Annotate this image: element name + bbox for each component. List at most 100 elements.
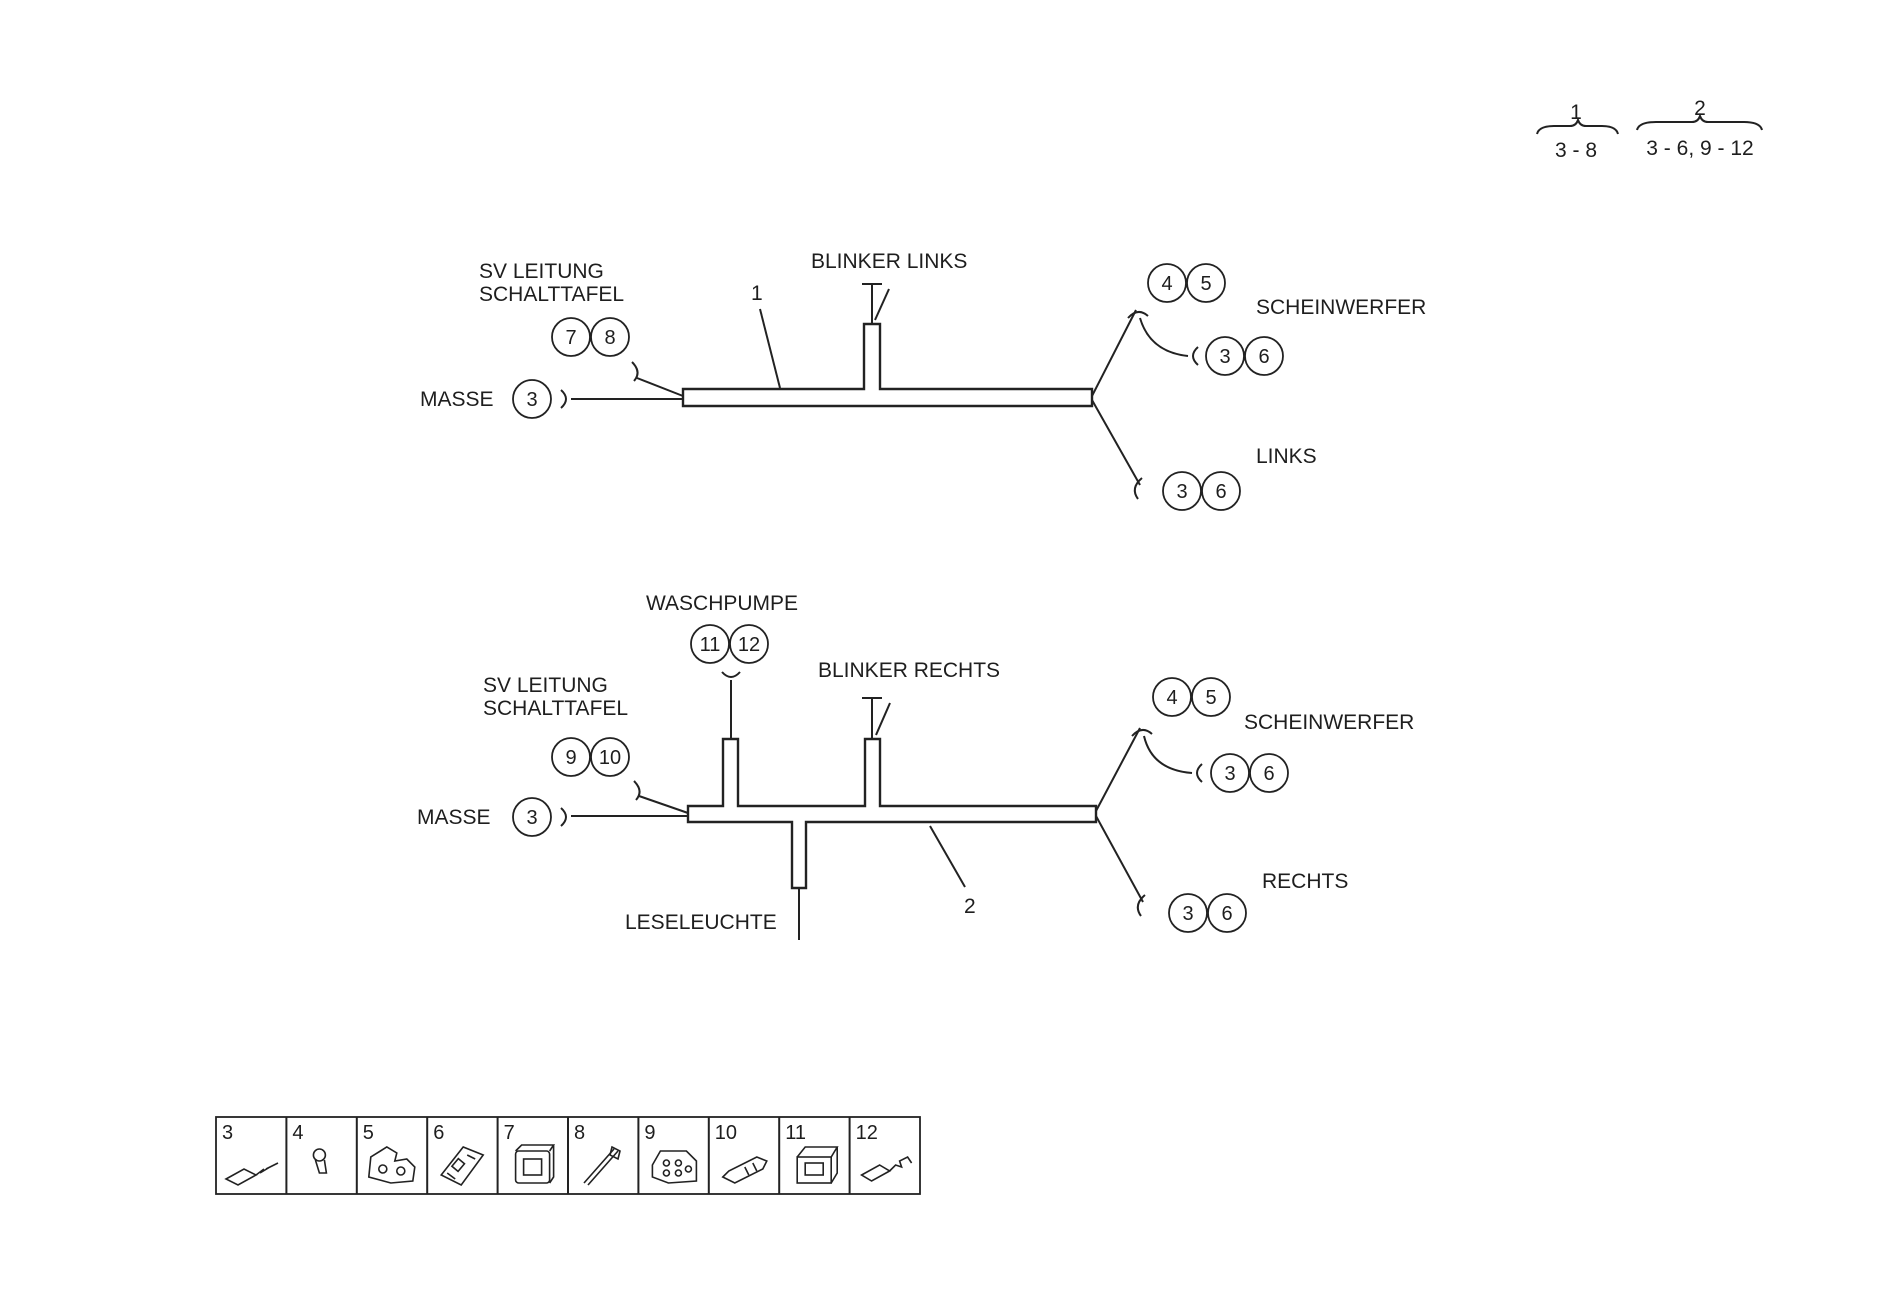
top-connector-circle-2 xyxy=(1191,677,1231,717)
mid-connector-number: 6 xyxy=(1258,346,1269,368)
bottom-connector-circle-2 xyxy=(1201,471,1241,511)
part-number: 8 xyxy=(574,1122,585,1144)
bottom-connector-number: 3 xyxy=(1176,481,1187,503)
sv-connector-number: 10 xyxy=(599,747,621,769)
parts-cell-10: 10 xyxy=(715,1122,768,1184)
schalttafel-label: SCHALTTAFEL xyxy=(479,283,624,306)
scheinwerfer-label: SCHEINWERFER xyxy=(1256,296,1426,319)
sv-connector-number: 9 xyxy=(565,747,576,769)
part-number: 6 xyxy=(433,1122,444,1144)
blinker-rechts-label: BLINKER RECHTS xyxy=(818,659,1000,682)
scheinwerfer-connector-end xyxy=(1127,311,1149,319)
mid-connector-number: 3 xyxy=(1224,763,1235,785)
harness-2-trunk xyxy=(686,737,1098,890)
blinker-links-lead xyxy=(874,288,890,321)
waschpumpe-connector-number: 11 xyxy=(700,634,721,656)
sv-connector-circle-2 xyxy=(590,737,630,777)
part-number: 9 xyxy=(644,1122,655,1144)
sv-connector-end xyxy=(633,780,641,801)
mid-connector-number: 3 xyxy=(1219,346,1230,368)
links-label: LINKS xyxy=(1256,445,1317,468)
sv-connector-number: 7 xyxy=(565,327,576,349)
masse-connector-number: 3 xyxy=(526,807,537,829)
masse-connector-circle xyxy=(512,797,552,837)
links-wire xyxy=(1091,399,1141,486)
parts-cell-7: 7 xyxy=(504,1122,556,1184)
blinker-links-label: BLINKER LINKS xyxy=(811,250,967,273)
mid-connector-end xyxy=(1192,346,1199,366)
harness-2-pointer xyxy=(929,825,966,888)
harness-legend: 1 3 - 8 2 3 - 6, 9 - 12 xyxy=(1536,97,1763,162)
waschpumpe-label: WASCHPUMPE xyxy=(646,592,798,615)
waschpumpe-connector-circle-2 xyxy=(729,624,769,664)
part-number: 12 xyxy=(856,1122,878,1144)
bottom-connector-circle-2 xyxy=(1207,893,1247,933)
part-number: 3 xyxy=(222,1122,233,1144)
legend-brace xyxy=(1536,116,1619,135)
rectangular-housing-icon xyxy=(796,1146,839,1184)
part-number: 10 xyxy=(715,1122,737,1144)
part-number: 5 xyxy=(363,1122,374,1144)
harness-2: WASCHPUMPE 11 12 BLINKER RECHTS SV LEITU… xyxy=(417,592,1414,940)
rechts-connector-end xyxy=(1136,894,1146,917)
mid-connector-wire xyxy=(1139,317,1189,357)
plug-housing-icon xyxy=(439,1146,485,1187)
sv-connector-circle-1 xyxy=(551,317,591,357)
top-connector-number: 4 xyxy=(1166,687,1177,709)
rechts-wire xyxy=(1095,815,1144,903)
masse-connector-number: 3 xyxy=(526,389,537,411)
scheinwerfer-wire xyxy=(1091,309,1137,397)
legend-range: 3 - 8 xyxy=(1555,139,1597,162)
masse-label: MASSE xyxy=(417,806,491,829)
rechts-label: RECHTS xyxy=(1262,870,1348,893)
parts-cell-11: 11 xyxy=(785,1122,839,1184)
top-connector-circle-2 xyxy=(1186,263,1226,303)
harness-1-pointer xyxy=(759,308,781,389)
parts-cell-12: 12 xyxy=(856,1122,913,1182)
top-connector-number: 4 xyxy=(1161,273,1172,295)
legend-number: 1 xyxy=(1570,101,1582,124)
sv-leitung-label: SV LEITUNG xyxy=(479,260,604,283)
mid-connector-number: 6 xyxy=(1263,763,1274,785)
top-connector-number: 5 xyxy=(1205,687,1216,709)
bullet-connector-icon xyxy=(721,1156,768,1184)
sv-leitung-label: SV LEITUNG xyxy=(483,674,608,697)
waschpumpe-connector-circle-1 xyxy=(690,624,730,664)
socket-housing-icon xyxy=(514,1144,556,1184)
masse-label: MASSE xyxy=(420,388,494,411)
legend-brace xyxy=(1636,112,1763,131)
scheinwerfer-connector-end xyxy=(1131,729,1153,737)
schalttafel-label: SCHALTTAFEL xyxy=(483,697,628,720)
top-connector-circle-1 xyxy=(1152,677,1192,717)
mid-connector-circle-2 xyxy=(1244,336,1284,376)
flat-terminal-icon xyxy=(224,1162,279,1186)
sv-connector-number: 8 xyxy=(604,327,615,349)
top-connector-number: 5 xyxy=(1200,273,1211,295)
bottom-connector-number: 6 xyxy=(1215,481,1226,503)
masse-connector-end xyxy=(560,807,567,827)
parts-cell-3: 3 xyxy=(222,1122,279,1186)
part-number: 11 xyxy=(785,1122,806,1144)
harness-1: BLINKER LINKS 1 MASSE 3 SV LEITUNG SCHAL… xyxy=(420,250,1426,511)
ring-terminal-icon xyxy=(312,1148,328,1174)
bottom-connector-number: 3 xyxy=(1182,903,1193,925)
sv-connector-circle-1 xyxy=(551,737,591,777)
sv-wire xyxy=(638,795,689,814)
parts-cell-6: 6 xyxy=(433,1122,485,1187)
sv-connector-circle-2 xyxy=(590,317,630,357)
bottom-connector-circle-1 xyxy=(1162,471,1202,511)
multi-pin-connector-icon xyxy=(651,1150,698,1184)
harness-1-trunk xyxy=(681,322,1094,408)
legend-item-1: 1 3 - 8 xyxy=(1536,101,1619,162)
blinker-rechts-lead xyxy=(875,702,891,736)
mid-connector-end xyxy=(1196,763,1203,783)
mid-connector-circle-1 xyxy=(1205,336,1245,376)
links-connector-end xyxy=(1133,477,1143,500)
legend-number: 2 xyxy=(1694,97,1706,120)
parts-cell-4: 4 xyxy=(292,1122,328,1174)
masse-connector-end xyxy=(560,389,567,409)
bottom-connector-number: 6 xyxy=(1221,903,1232,925)
part-number: 7 xyxy=(504,1122,515,1144)
mid-connector-circle-2 xyxy=(1249,753,1289,793)
sv-connector-end xyxy=(631,361,639,382)
